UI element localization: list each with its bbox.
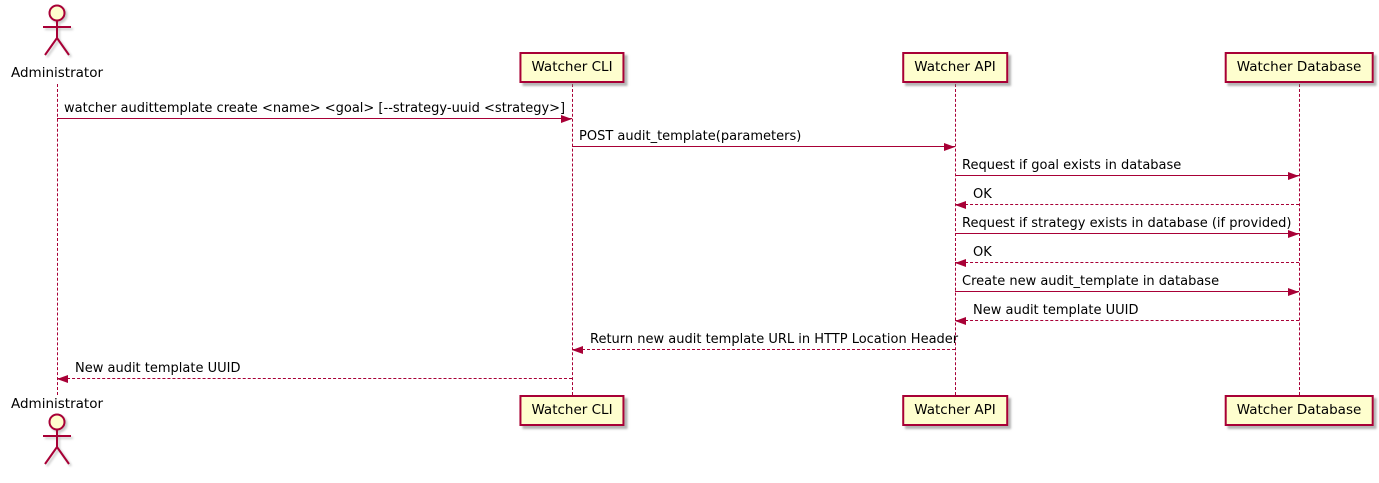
message-label: Return new audit template URL in HTTP Lo…: [590, 332, 959, 347]
message-label: New audit template UUID: [973, 303, 1139, 318]
lifeline-watcher-api: [955, 84, 956, 395]
message-line: [955, 233, 1299, 234]
message-label: watcher audittemplate create <name> <goa…: [64, 101, 566, 116]
actor-icon: [39, 413, 75, 469]
message-line: [57, 118, 572, 119]
message-line: [57, 378, 572, 379]
participant-box-watcher-database: Watcher Database: [1224, 395, 1374, 426]
lifeline-watcher-database: [1299, 84, 1300, 395]
participant-label-administrator: Administrator: [10, 396, 104, 412]
arrowhead-icon: [572, 346, 583, 354]
actor-icon: [39, 4, 75, 60]
message-label: New audit template UUID: [75, 361, 241, 376]
arrowhead-icon: [1288, 172, 1299, 180]
arrowhead-icon: [1288, 230, 1299, 238]
arrowhead-icon: [561, 115, 572, 123]
message-line: [955, 320, 1299, 321]
arrowhead-icon: [944, 143, 955, 151]
participant-label-administrator: Administrator: [10, 65, 104, 81]
message-line: [955, 204, 1299, 205]
message-line: [955, 175, 1299, 176]
participant-box-watcher-database: Watcher Database: [1224, 52, 1374, 83]
arrowhead-icon: [955, 317, 966, 325]
message-label: Request if goal exists in database: [962, 158, 1182, 173]
message-line: [955, 262, 1299, 263]
message-line: [955, 291, 1299, 292]
participant-box-watcher-cli: Watcher CLI: [519, 395, 625, 426]
lifeline-administrator: [57, 84, 58, 395]
message-line: [572, 349, 955, 350]
arrowhead-icon: [1288, 288, 1299, 296]
arrowhead-icon: [57, 375, 68, 383]
participant-box-watcher-api: Watcher API: [902, 395, 1008, 426]
participant-box-watcher-api: Watcher API: [902, 52, 1008, 83]
message-label: Request if strategy exists in database (…: [962, 216, 1292, 231]
participant-box-watcher-cli: Watcher CLI: [519, 52, 625, 83]
arrowhead-icon: [955, 259, 966, 267]
message-label: POST audit_template(parameters): [579, 129, 802, 144]
lifeline-watcher-cli: [572, 84, 573, 395]
message-label: OK: [973, 187, 992, 202]
arrowhead-icon: [955, 201, 966, 209]
message-label: OK: [973, 245, 992, 260]
message-label: Create new audit_template in database: [962, 274, 1220, 289]
message-line: [572, 146, 955, 147]
